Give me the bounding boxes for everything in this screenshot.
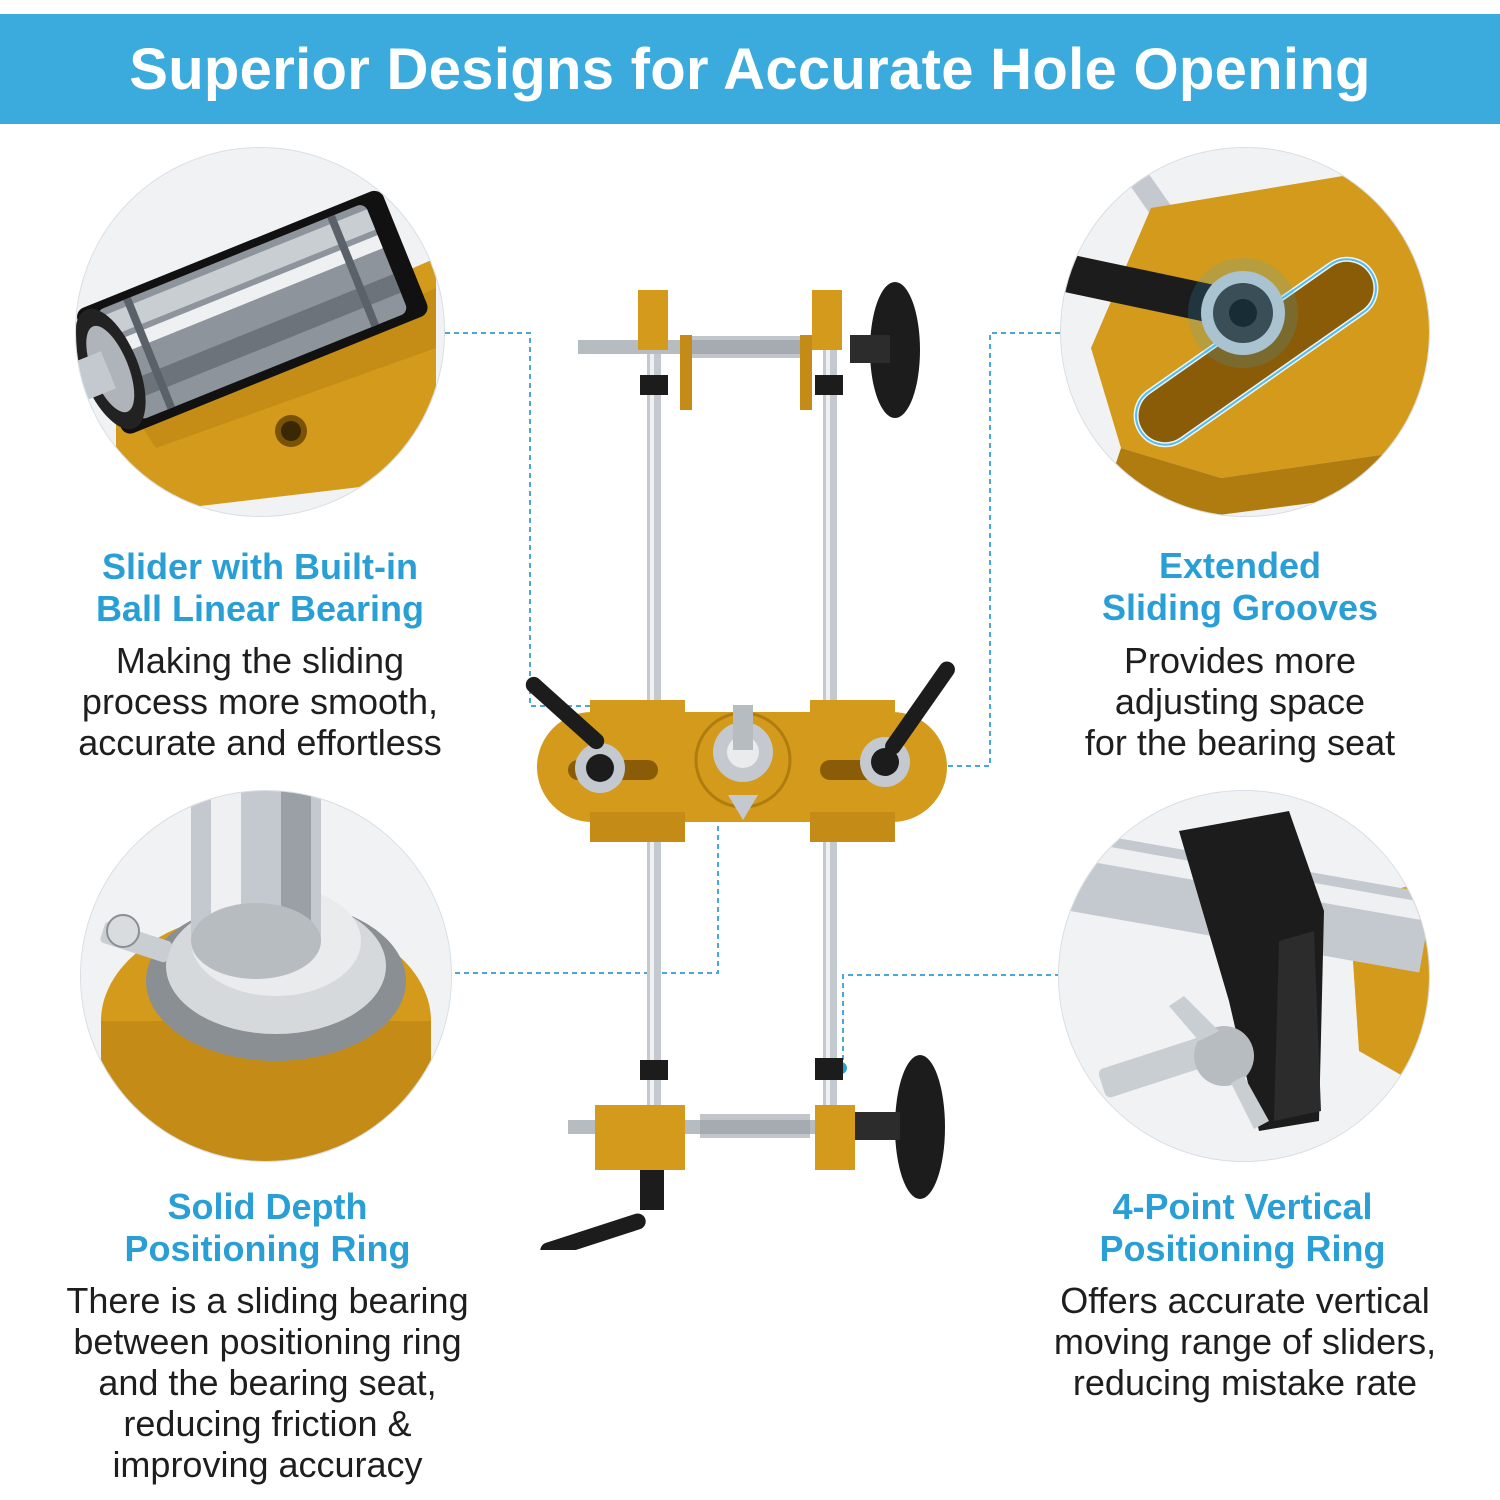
detail-image-linear-bearing [75, 147, 445, 517]
product-image-mortiser-jig [515, 260, 985, 1250]
feature-title-vertical-ring: 4-Point Vertical Positioning Ring [1099, 1186, 1386, 1269]
feature-desc-depth-ring: There is a sliding bearing between posit… [66, 1280, 469, 1485]
detail-image-depth-ring [80, 790, 452, 1162]
detail-image-vertical-ring [1058, 790, 1430, 1162]
feature-desc-linear-bearing: Making the sliding process more smooth, … [78, 640, 442, 763]
feature-title-depth-ring: Solid Depth Positioning Ring [124, 1186, 411, 1269]
feature-desc-sliding-grooves: Provides more adjusting space for the be… [1084, 640, 1396, 763]
feature-title-sliding-grooves: Extended Sliding Grooves [1101, 545, 1379, 628]
feature-desc-vertical-ring: Offers accurate vertical moving range of… [1053, 1280, 1437, 1403]
feature-title-linear-bearing: Slider with Built-in Ball Linear Bearing [95, 546, 425, 629]
detail-image-sliding-groove [1060, 147, 1430, 517]
header-banner: Superior Designs for Accurate Hole Openi… [0, 14, 1500, 124]
page-title: Superior Designs for Accurate Hole Openi… [129, 36, 1371, 102]
